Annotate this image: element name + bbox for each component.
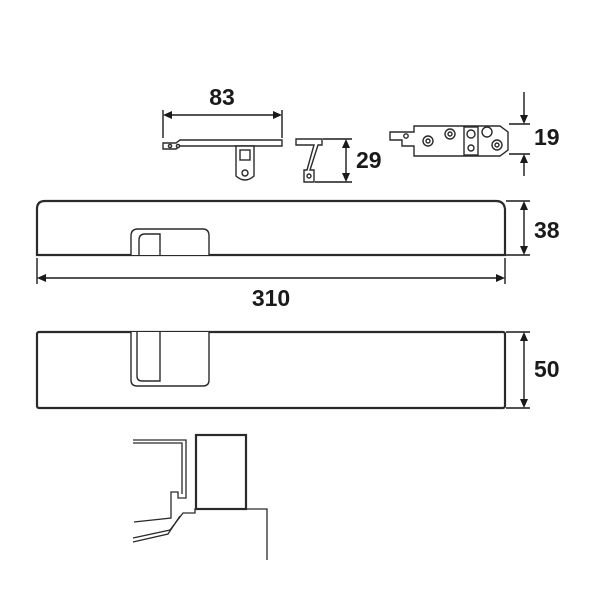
dimension-29: 29 <box>315 138 382 183</box>
installation-section <box>132 433 268 560</box>
closer-body-side-view <box>35 199 507 257</box>
mounting-bracket <box>162 139 283 181</box>
hinge-plate <box>389 125 509 157</box>
dimension-50: 50 <box>506 331 560 409</box>
dimension-38-label: 38 <box>534 217 560 243</box>
dimension-29-label: 29 <box>356 147 382 173</box>
dimension-19: 19 <box>509 92 560 176</box>
closer-body-top-view <box>35 330 507 410</box>
dimension-50-label: 50 <box>534 356 560 382</box>
dimension-83-label: 83 <box>209 84 235 110</box>
dimension-310: 310 <box>36 258 506 311</box>
side-bracket <box>295 138 323 183</box>
dimension-310-label: 310 <box>252 285 290 311</box>
dimension-83: 83 <box>162 84 283 138</box>
dimension-19-label: 19 <box>534 124 560 150</box>
dimension-38: 38 <box>506 200 560 256</box>
